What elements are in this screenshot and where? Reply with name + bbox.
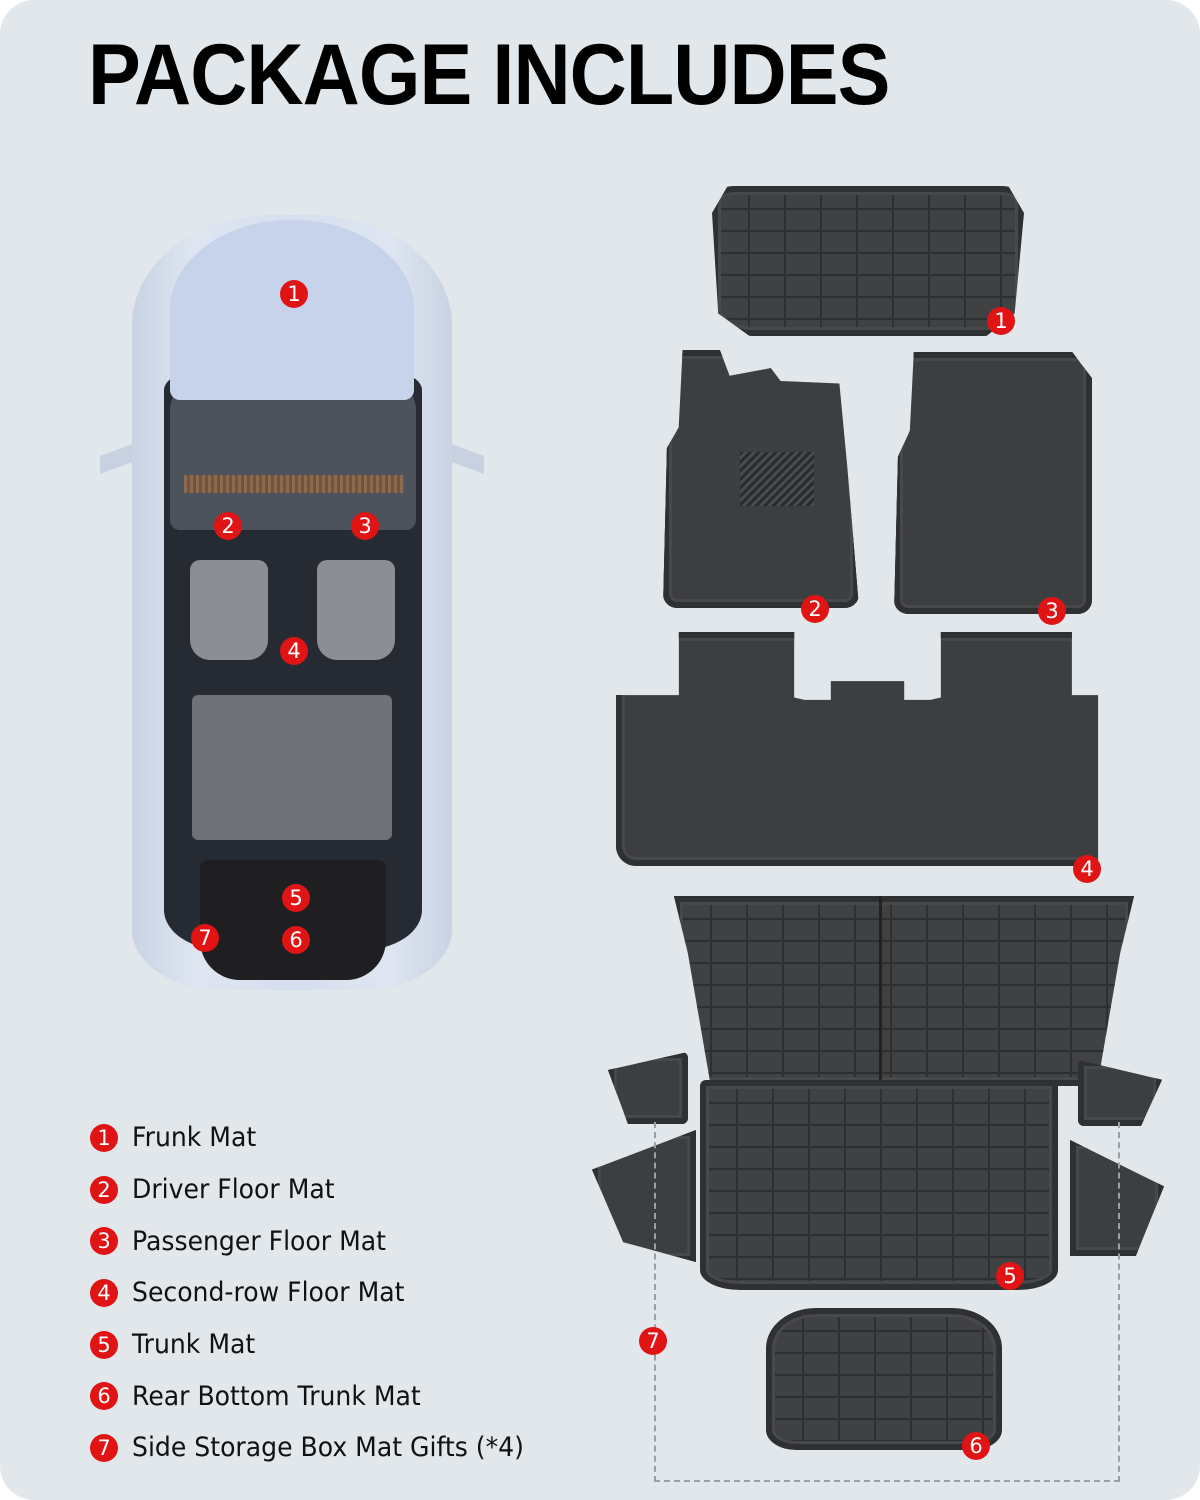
number-badge: 2 [90,1175,118,1204]
car-top-view-illustration [100,205,484,995]
car-hood [170,220,414,400]
car-marker-1: 1 [280,280,308,308]
driver-seat [190,560,268,660]
product-marker-3: 3 [1038,597,1066,625]
page-title: PACKAGE INCLUDES [88,27,890,123]
passenger-floor-mat-image [894,352,1092,614]
legend-label: Second-row Floor Mat [132,1277,405,1309]
legend-item: 3 Passenger Floor Mat [90,1215,553,1267]
windshield [170,380,416,530]
car-marker-2: 2 [214,512,242,540]
product-marker-5: 5 [996,1262,1024,1290]
frunk-mat-image [712,186,1024,336]
legend-item: 2 Driver Floor Mat [90,1164,553,1216]
car-marker-3: 3 [351,512,379,540]
number-badge: 6 [90,1382,118,1411]
legend-label: Trunk Mat [132,1329,256,1361]
legend-label: Driver Floor Mat [132,1174,335,1206]
number-badge: 1 [90,1123,118,1152]
legend-item: 6 Rear Bottom Trunk Mat [90,1370,553,1422]
heel-pad [740,452,814,506]
side-storage-mat-top-right [1078,1060,1162,1126]
number-badge: 5 [90,1330,118,1359]
legend-label: Rear Bottom Trunk Mat [132,1380,421,1412]
car-marker-5: 5 [282,884,310,912]
package-contents-legend: 1 Frunk Mat 2 Driver Floor Mat 3 Passeng… [90,1112,553,1474]
product-marker-1: 1 [987,307,1015,335]
dashboard [184,475,404,493]
product-marker-2: 2 [801,595,829,623]
side-storage-gift-dashed-bracket [654,1122,1120,1482]
car-marker-4: 4 [280,637,308,665]
product-marker-7: 7 [639,1327,667,1355]
rear-seat [192,695,392,840]
product-marker-4: 4 [1073,855,1101,883]
side-storage-mat-top-left [608,1052,688,1124]
legend-item: 7 Side Storage Box Mat Gifts (*4) [90,1422,553,1474]
trunk-area [200,860,386,980]
second-row-floor-mat-image [616,632,1099,866]
car-marker-6: 6 [282,926,310,954]
number-badge: 3 [90,1227,118,1256]
legend-label: Passenger Floor Mat [132,1225,386,1257]
passenger-seat [317,560,395,660]
legend-label: Side Storage Box Mat Gifts (*4) [132,1432,524,1464]
legend-item: 1 Frunk Mat [90,1112,553,1164]
number-badge: 7 [90,1433,118,1462]
legend-label: Frunk Mat [132,1122,257,1154]
legend-item: 4 Second-row Floor Mat [90,1267,553,1319]
car-marker-7: 7 [191,924,219,952]
trunk-mat-upper-image [674,896,1134,1086]
legend-item: 5 Trunk Mat [90,1319,553,1371]
number-badge: 4 [90,1278,118,1307]
product-marker-6: 6 [962,1432,990,1460]
rear-bottom-trunk-mat-image [766,1308,1002,1450]
trunk-mat-lower-image [700,1080,1058,1290]
